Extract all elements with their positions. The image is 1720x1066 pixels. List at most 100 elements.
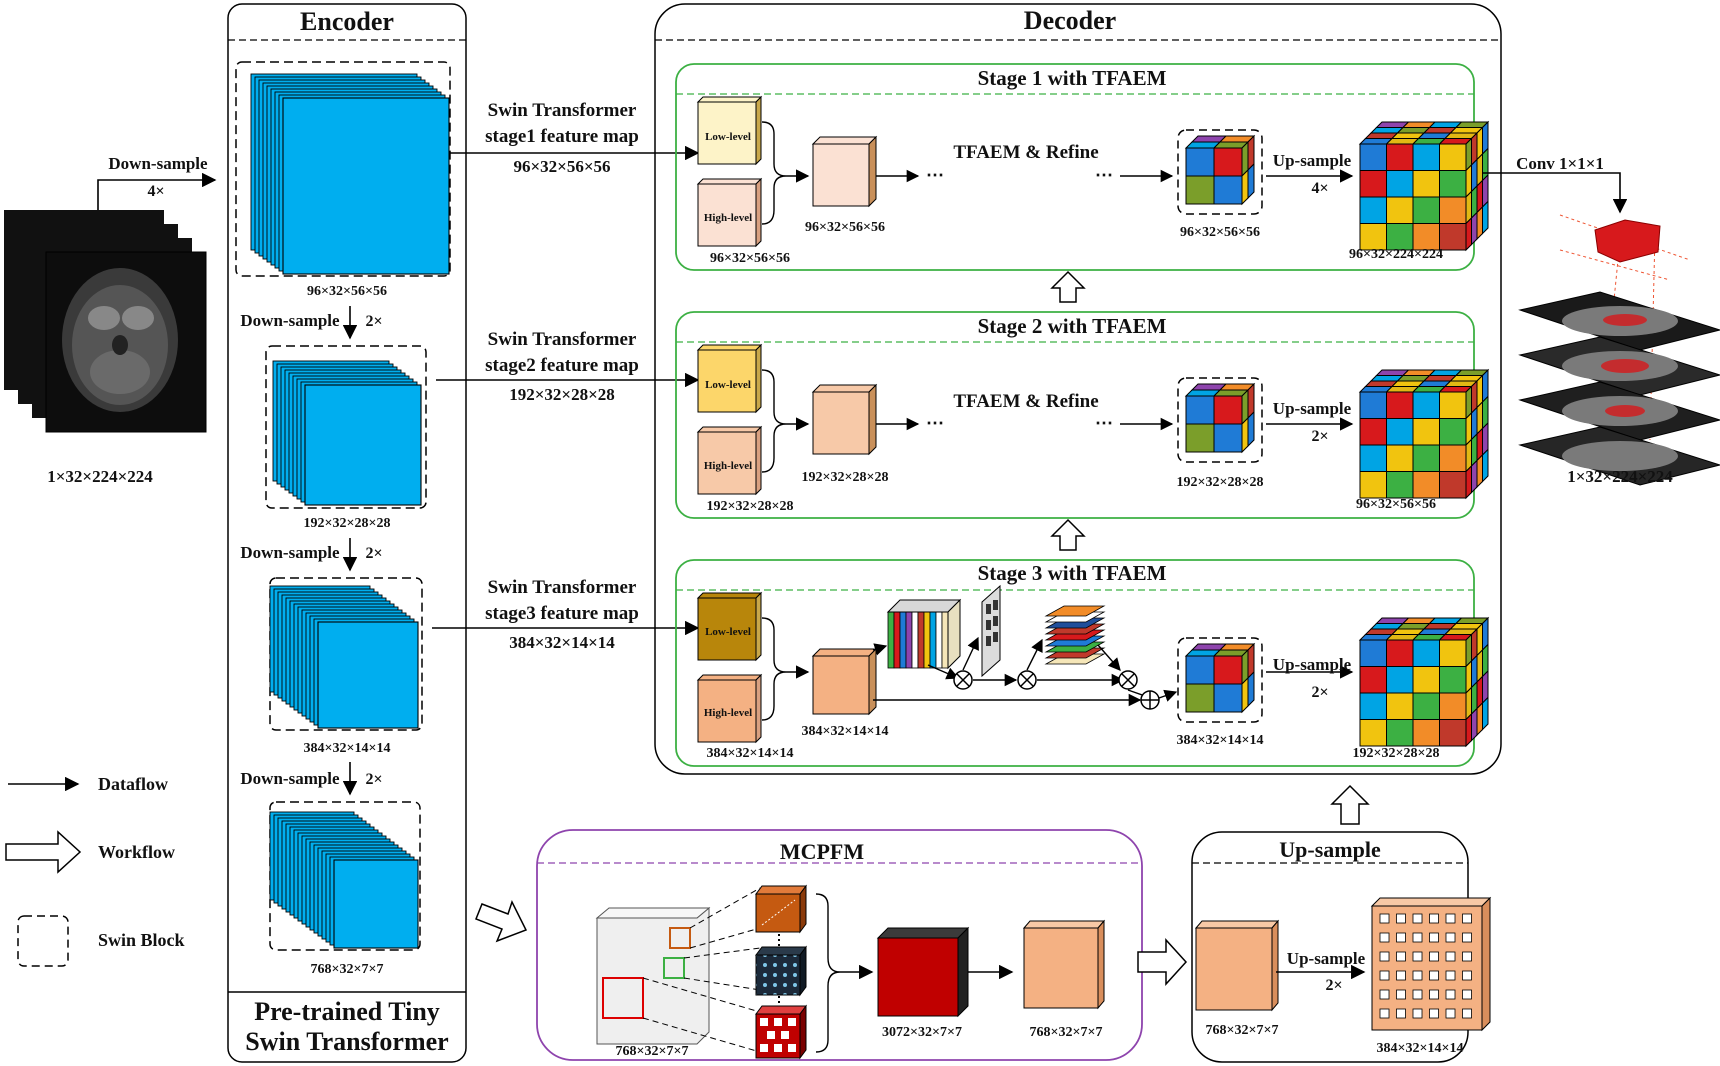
upsample-cell: [1396, 989, 1406, 1000]
stage3-low-label: Low-level: [705, 626, 751, 638]
cube-cell: [1386, 170, 1414, 198]
refined-cube: [1184, 642, 1256, 714]
stage1-high-label: High-level: [704, 212, 752, 224]
cube-cell: [1476, 453, 1483, 489]
encoder-block4-dims: 768×32×7×7: [311, 962, 384, 977]
swin-block-boundary: [265, 345, 427, 509]
upsample-cell: [1396, 970, 1406, 981]
refined-swin-block: [1177, 377, 1263, 463]
decoder-panel: [654, 3, 1502, 775]
stage2-input-dims: 192×32×28×28: [707, 499, 794, 514]
upsample-cell: [1379, 913, 1390, 924]
upsample-label: Up-sample: [1287, 949, 1366, 968]
cube-cell: [1213, 655, 1243, 685]
stage3-attention-detail: [872, 584, 1178, 710]
fm2-line2: stage2 feature map: [485, 355, 639, 376]
cube-cell: [1386, 143, 1414, 171]
cube-cell: [1439, 418, 1467, 446]
upsample-cell: [1412, 951, 1423, 962]
upsample-times: 2×: [1325, 977, 1342, 994]
stage3-high-label: High-level: [704, 707, 752, 719]
cube-cell: [1359, 391, 1387, 419]
input-downsample-label: Down-sample: [108, 154, 208, 173]
output-segmentation-stack: [1518, 214, 1720, 486]
cube-cell: [1439, 143, 1467, 171]
upsample-cell: [1379, 951, 1390, 962]
upsample-cell: [1412, 989, 1423, 1000]
workflow-arrow-encoder-to-mcpfm: [475, 900, 528, 943]
workflow-arrow-stage2-to-stage1: [1050, 270, 1086, 303]
channel-slice: [899, 611, 907, 669]
cube-cell: [1247, 670, 1255, 708]
cube-cell: [1412, 719, 1440, 747]
upsampled-cube: [1358, 616, 1490, 748]
stage1-low-label: Low-level: [705, 131, 751, 143]
cube-cell: [1359, 170, 1387, 198]
fm3-dims: 384×32×14×14: [509, 633, 615, 652]
stage2-upsample-label: Up-sample: [1273, 399, 1352, 418]
stage1-output-dims: 96×32×224×224: [1349, 247, 1443, 262]
stage1-upsample-times: 4×: [1311, 180, 1328, 197]
cube-cell: [1185, 655, 1215, 685]
upsample-out-dims: 384×32×14×14: [1377, 1041, 1464, 1056]
cube-cell: [1247, 162, 1255, 200]
cube-cell: [1213, 147, 1243, 177]
low-level-feature: [696, 95, 763, 166]
upsample-cell: [1445, 989, 1456, 1000]
fm1-dims: 96×32×56×56: [513, 157, 610, 176]
upsample-cell: [1445, 1008, 1456, 1019]
mcpfm-modules: [595, 884, 1106, 1060]
channel-slice: [905, 611, 913, 669]
stage3-upsample-times: 2×: [1311, 684, 1328, 701]
encoder-front-face: [304, 384, 422, 506]
fm3-line2: stage3 feature map: [485, 603, 639, 624]
stage3-upsample-label: Up-sample: [1273, 655, 1352, 674]
channel-slice: [911, 611, 919, 669]
channel-slice: [893, 611, 901, 669]
cube-cell: [1185, 147, 1215, 177]
cube-cell: [1213, 395, 1243, 425]
cube-cell: [1386, 692, 1414, 720]
stage2-low-label: Low-level: [705, 379, 751, 391]
cube-cell: [1412, 444, 1440, 472]
stage2-upsample-times: 2×: [1311, 428, 1328, 445]
mcpfm-output-dims: 768×32×7×7: [1030, 1025, 1103, 1040]
low-level-feature: [696, 591, 763, 662]
output-conv-label: Conv 1×1×1: [1516, 154, 1604, 173]
swin-block-boundary: [269, 577, 423, 731]
output-dims: 1×32×224×224: [1567, 467, 1673, 486]
encoder-downsample-3-times: 2×: [365, 771, 382, 788]
high-level-feature: [696, 425, 763, 496]
fm1-line1: Swin Transformer: [488, 100, 637, 121]
upsample-cell: [1379, 970, 1390, 981]
cube-cell: [1359, 196, 1387, 224]
merge-bracket: [761, 617, 787, 721]
stage-border: [675, 63, 1475, 271]
cube-cell: [1241, 416, 1249, 454]
upsample-cell: [1379, 989, 1390, 1000]
cube-cell: [1412, 170, 1440, 198]
upsample-cell: [1445, 970, 1456, 981]
upsample-cell: [1429, 932, 1439, 943]
fm2-line1: Swin Transformer: [488, 329, 637, 350]
encoder-downsample-3: Down-sample: [240, 769, 340, 788]
channel-slice: [887, 611, 895, 669]
cube-cell: [1465, 464, 1472, 500]
encoder-title: Encoder: [300, 7, 394, 36]
encoder-downsample-2-times: 2×: [365, 545, 382, 562]
encoder-block2-dims: 192×32×28×28: [304, 516, 391, 531]
cube-cell: [1359, 143, 1387, 171]
stage2-high-label: High-level: [704, 460, 752, 472]
upsample-cell: [1462, 951, 1472, 962]
stage-3: [675, 559, 1490, 767]
cube-cell: [1386, 418, 1414, 446]
cube-cell: [1412, 418, 1440, 446]
upsample-cell: [1412, 932, 1423, 943]
cube-cell: [1476, 701, 1483, 737]
cube-cell: [1465, 216, 1472, 252]
encoder-block-1: [235, 61, 451, 277]
upsample-cell: [1379, 1008, 1390, 1019]
upsample-cell: [1412, 913, 1423, 924]
cube-cell: [1386, 196, 1414, 224]
encoder-footer-line1: Pre-trained Tiny: [254, 997, 440, 1026]
